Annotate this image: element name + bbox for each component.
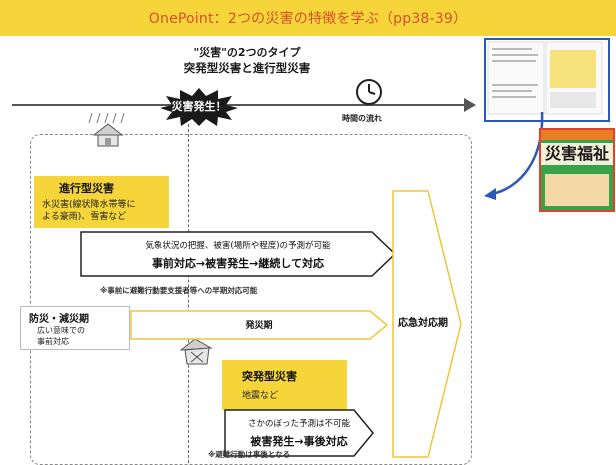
forecast-line1: 気象状況の把握、被害(場所や程度)の予測が可能	[145, 241, 331, 251]
book-cover-thumbnail: 災害福祉	[539, 128, 615, 212]
diagram-header-line1: "災害"の2つのタイプ	[193, 46, 301, 59]
after-evacuation-note: ※避難行動は事後となる	[208, 450, 291, 459]
burst-shape-icon	[160, 88, 238, 126]
rain-house-icon	[88, 112, 128, 147]
slide-title: OnePoint：2つの災害の特徴を学ぶ（pp38-39）	[148, 11, 468, 27]
aftermath-arrow-box: さかのぼった予測は不可能 被害発生→事後対応	[224, 409, 374, 457]
onset-phase-arrow: 発災期	[130, 310, 388, 340]
progressive-disaster-title: 進行型災害	[59, 182, 114, 195]
diagram-slide: "災害"の2つのタイプ 突発型災害と進行型災害 災害発生！ 時間の流れ	[12, 40, 482, 465]
aftermath-line2: 被害発生→事後対応	[250, 435, 348, 448]
disaster-onset-line	[188, 124, 189, 463]
book-spread-thumbnail	[484, 38, 610, 122]
diagram-header-line2: 突発型災害と進行型災害	[183, 61, 311, 75]
prevention-phase-box: 防災・減災期 広い意味での 事前対応	[20, 306, 130, 350]
disaster-event-label: 災害発生！	[171, 100, 227, 113]
onset-phase-label: 発災期	[245, 321, 273, 331]
forecast-arrow-box: 気象状況の把握、被害(場所や程度)の予測が可能 事前対応→被害発生→継続して対応	[80, 231, 396, 277]
time-flow-label: 時間の流れ	[342, 114, 382, 123]
collapsed-house-icon	[177, 330, 219, 366]
sudden-disaster-box: 突発型災害 地震など	[222, 360, 347, 410]
prevention-phase-desc1: 広い意味での	[37, 326, 85, 335]
prevention-phase-title: 防災・減災期	[29, 314, 89, 325]
blue-curved-arrow-icon	[484, 111, 544, 200]
book-cover-illustration	[545, 174, 609, 206]
disaster-burst: 災害発生！	[160, 88, 238, 126]
slide-title-bar: OnePoint：2つの災害の特徴を学ぶ（pp38-39）	[0, 0, 616, 36]
timeline-axis	[12, 104, 467, 106]
aftermath-line1: さかのぼった予測は不可能	[247, 419, 350, 429]
progressive-disaster-desc1: 水災害(線状降水帯等に	[42, 200, 136, 210]
clock-icon	[355, 78, 383, 106]
early-response-note: ※事前に避難行動要支援者等への早期対応可能	[100, 286, 258, 295]
book-cover-band	[541, 130, 613, 140]
emergency-phase-arrow: 応急対応期	[392, 190, 462, 458]
emergency-phase-label: 応急対応期	[398, 318, 448, 329]
sudden-disaster-title: 突発型災害	[242, 370, 297, 383]
progressive-disaster-box: 進行型災害 水災害(線状降水帯等に よる豪雨)、雪害など	[34, 176, 169, 228]
prevention-phase-desc2: 事前対応	[37, 337, 69, 346]
forecast-line2: 事前対応→被害発生→継続して対応	[151, 257, 325, 270]
progressive-disaster-desc2: よる豪雨)、雪害など	[42, 212, 127, 222]
book-cover-title: 災害福祉	[541, 143, 613, 165]
timeline-arrowhead	[464, 98, 476, 112]
sudden-disaster-desc: 地震など	[242, 391, 279, 401]
